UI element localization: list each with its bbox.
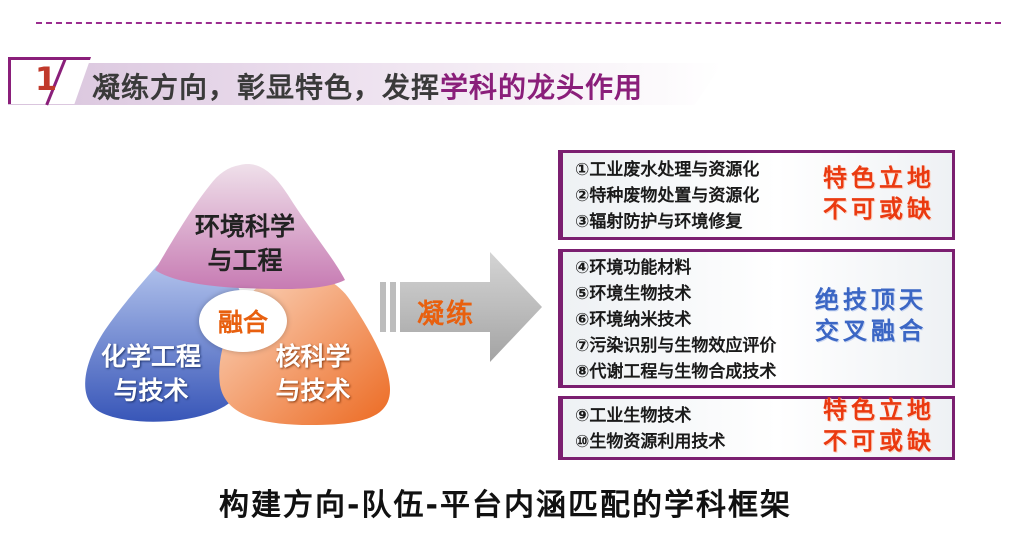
group-2-tag: 绝技顶天交叉融合 <box>815 285 927 347</box>
direction-item-7: ⑦污染识别与生物效应评价 <box>575 336 777 356</box>
framework-caption: 构建方向-队伍-平台内涵匹配的学科框架 <box>219 488 792 523</box>
venn-right-line2: 与技术 <box>275 376 351 405</box>
venn-left-line2: 与技术 <box>113 376 189 405</box>
group-2-tag-line2: 交叉融合 <box>815 317 927 345</box>
direction-group-2: ④环境功能材料 ⑤环境生物技术 ⑥环境纳米技术 ⑦污染识别与生物效应评价 ⑧代谢… <box>558 249 955 388</box>
heading-banner <box>8 63 723 105</box>
venn-left-line1: 化学工程 <box>100 342 201 371</box>
direction-item-3: ③辐射防护与环境修复 <box>575 212 743 232</box>
direction-item-1: ①工业废水处理与资源化 <box>575 160 760 180</box>
venn-top-region <box>155 164 345 290</box>
section-number: 1 <box>34 60 58 98</box>
group-2-tag-line1: 绝技顶天 <box>815 286 927 314</box>
venn-left-label: 化学工程与技术 <box>86 340 216 408</box>
direction-item-8: ⑧代谢工程与生物合成技术 <box>575 362 777 382</box>
heading-main-text: 凝练方向，彰显特色，发挥 <box>92 71 441 104</box>
venn-left-region <box>85 254 250 422</box>
group-1-tag-line1: 特色立地 <box>823 164 935 192</box>
direction-group-1: ①工业废水处理与资源化 ②特种废物处置与资源化 ③辐射防护与环境修复 特色立地不… <box>558 150 955 240</box>
group-3-tag-line2: 不可或缺 <box>823 427 935 455</box>
section-heading: 凝练方向，彰显特色，发挥学科的龙头作用 <box>92 66 643 106</box>
group-1-tag: 特色立地不可或缺 <box>823 163 935 225</box>
direction-item-4: ④环境功能材料 <box>575 258 692 278</box>
venn-right-line1: 核科学 <box>275 342 351 371</box>
direction-item-2: ②特种废物处置与资源化 <box>575 186 760 206</box>
venn-right-label: 核科学与技术 <box>248 340 378 408</box>
direction-group-3: ⑨工业生物技术 ⑩生物资源利用技术 特色立地不可或缺 <box>558 396 955 460</box>
venn-top-line2: 与工程 <box>207 246 283 275</box>
section-number-box <box>8 57 91 104</box>
venn-center-fusion: 融合 <box>199 290 287 352</box>
top-dashed-divider <box>36 22 1001 24</box>
venn-top-line1: 环境科学 <box>194 212 295 241</box>
direction-item-9: ⑨工业生物技术 <box>575 406 692 426</box>
right-arrow-icon <box>380 252 542 362</box>
group-3-tag: 特色立地不可或缺 <box>823 395 935 457</box>
direction-item-6: ⑥环境纳米技术 <box>575 310 692 330</box>
direction-item-10: ⑩生物资源利用技术 <box>575 432 726 452</box>
heading-highlight-text: 学科的龙头作用 <box>440 71 644 104</box>
group-1-tag-line2: 不可或缺 <box>823 195 935 223</box>
venn-top-label: 环境科学与工程 <box>180 210 310 278</box>
arrow-label: 凝练 <box>417 299 475 330</box>
direction-item-5: ⑤环境生物技术 <box>575 284 692 304</box>
group-3-tag-line1: 特色立地 <box>823 396 935 424</box>
